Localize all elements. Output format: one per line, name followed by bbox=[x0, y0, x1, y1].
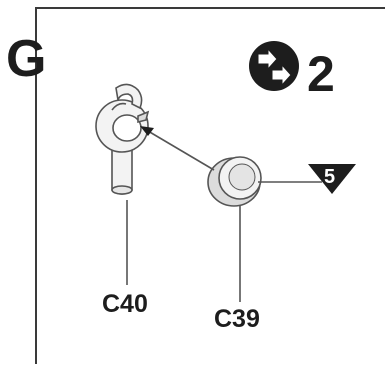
quantity-number: 2 bbox=[307, 46, 335, 102]
step-letter: G bbox=[6, 30, 46, 88]
part-label-c40: C40 bbox=[102, 290, 148, 318]
clip-part-c40 bbox=[95, 83, 150, 195]
cap-part-c39 bbox=[207, 156, 262, 207]
assembly-arrow bbox=[147, 130, 215, 171]
rotate-badge-icon bbox=[249, 41, 299, 91]
part-label-c39: C39 bbox=[214, 305, 260, 333]
panel-border bbox=[35, 7, 385, 364]
callout-triangle bbox=[308, 164, 356, 194]
callout-number: 5 bbox=[324, 166, 335, 188]
arrow-head bbox=[140, 126, 154, 136]
